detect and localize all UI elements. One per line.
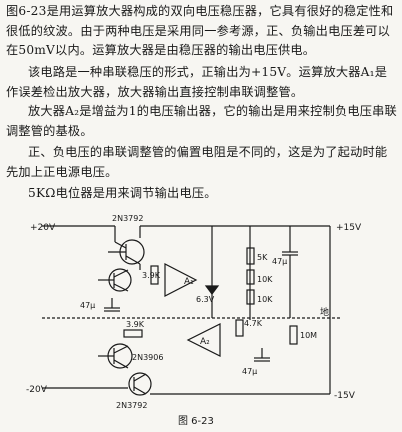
- r-10m-label: 10M: [300, 331, 317, 340]
- resistor-3k9-top: [150, 265, 159, 285]
- vout-neg-label: -15V: [334, 391, 356, 401]
- vin-neg-label: -20V: [26, 385, 48, 395]
- opamp-a1: [164, 263, 198, 297]
- c-47u-a-label: 47μ: [80, 301, 95, 310]
- opamp-a2: [186, 323, 221, 357]
- a1-label: A₁: [184, 277, 194, 287]
- paragraph-5: 5KΩ电位器是用来调节输出电压。: [28, 186, 217, 200]
- paragraph-4: 正、负电压的串联调整管的偏置电阻是不同的，这是为了起动时能先加上正电源电压。: [6, 145, 388, 179]
- transistor-q1: [108, 239, 145, 270]
- vin-pos-label: +20V: [30, 223, 56, 233]
- paragraph-2: 该电路是一种串联稳压的形式，正输出为+15V。运算放大器A₁是作误差检出放大器，…: [6, 65, 388, 99]
- q4-label: 2N3792: [116, 401, 147, 410]
- paragraph-3: 放大器A₂是增益为1的电压输出器，它的输出是用来控制负电压串联调整管的基极。: [6, 104, 397, 138]
- transistor-q3: [98, 343, 133, 369]
- zener-label: 6.3V: [196, 295, 215, 304]
- transistor-q4: [128, 372, 152, 396]
- vout-pos-label: +15V: [336, 223, 362, 233]
- c-47u-b-label: 47μ: [272, 257, 287, 266]
- resistor-10m: [289, 325, 298, 345]
- ground-label: 地: [320, 306, 329, 318]
- r-3k9-top-label: 3.9K: [142, 271, 161, 280]
- circuit-diagram: +20V 2N3792 +15V 3.9K 47μ: [26, 214, 362, 410]
- r-3k9-bottom-label: 3.9K: [126, 320, 145, 329]
- r-4k7-label: 4.7K: [244, 319, 263, 328]
- resistor-10k-a: [246, 269, 255, 285]
- figure-caption: 图 6-23: [178, 416, 214, 427]
- r-10k-a-label: 10K: [257, 275, 273, 284]
- q1-label: 2N3792: [112, 214, 143, 223]
- transistor-q2: [98, 268, 132, 292]
- r-5k-label: 5K: [257, 253, 268, 262]
- resistor-5k: [246, 247, 255, 265]
- resistor-10k-b: [246, 289, 255, 305]
- a2-label: A₂: [200, 337, 210, 347]
- resistor-3k9-bottom: [123, 329, 143, 338]
- resistor-4k7: [235, 319, 244, 337]
- r-10k-b-label: 10K: [257, 295, 273, 304]
- q3-label: 2N3906: [132, 353, 163, 362]
- c-47u-c-label: 47μ: [242, 367, 257, 376]
- zener-diode: [204, 285, 220, 295]
- paragraph-1: 图6-23是用运算放大器构成的双向电压稳压器，它具有很好的稳定性和很低的纹波。由…: [6, 4, 394, 58]
